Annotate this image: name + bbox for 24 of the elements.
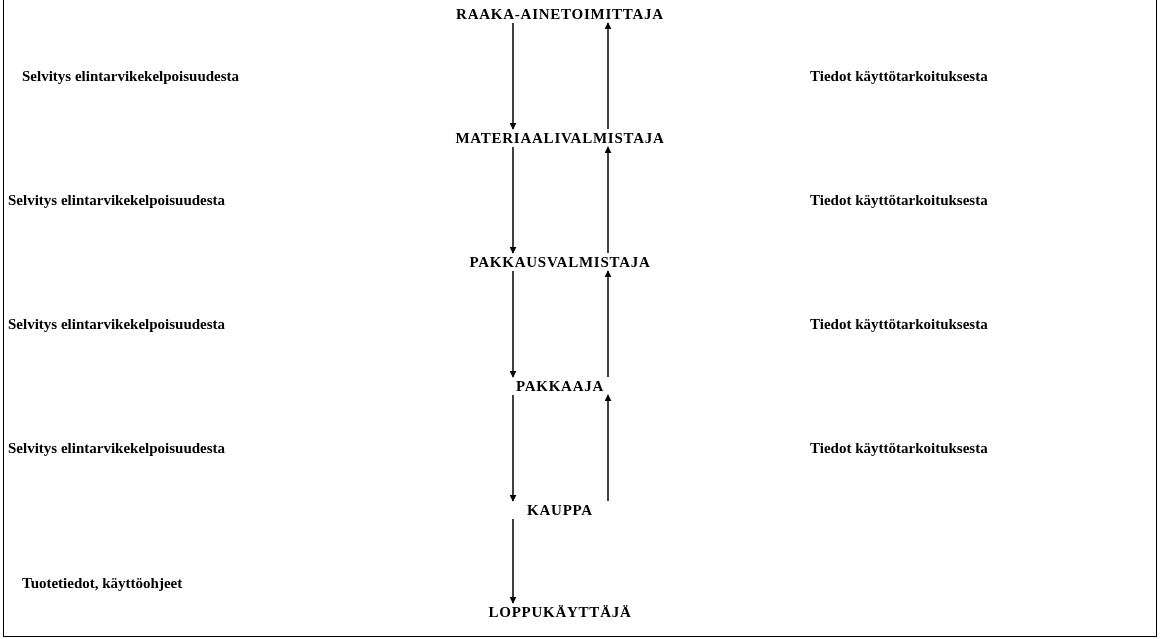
role-label: KAUPPA (527, 503, 593, 518)
flow-note: Selvitys elintarvikekelpoisuudesta (22, 69, 240, 84)
flow-note: Selvitys elintarvikekelpoisuudesta (8, 441, 226, 456)
flow-note: Tiedot käyttötarkoituksesta (810, 441, 988, 456)
role-label: LOPPUKÄYTTÄJÄ (488, 605, 632, 620)
flow-note: Tiedot käyttötarkoituksesta (810, 69, 988, 84)
flow-note: Selvitys elintarvikekelpoisuudesta (8, 193, 226, 208)
arrow (509, 146, 517, 254)
flow-note: Tiedot käyttötarkoituksesta (810, 193, 988, 208)
role-label: RAAKA-AINETOIMITTAJA (456, 7, 664, 22)
role-label: PAKKAUSVALMISTAJA (469, 255, 651, 270)
arrow (604, 394, 612, 502)
arrow (509, 270, 517, 378)
flow-note: Tiedot käyttötarkoituksesta (810, 317, 988, 332)
role-label: PAKKAAJA (515, 379, 605, 394)
arrow (604, 270, 612, 378)
arrow (509, 518, 517, 604)
arrow (509, 394, 517, 502)
arrow (509, 22, 517, 130)
arrow (604, 146, 612, 254)
role-label: MATERIAALIVALMISTAJA (455, 131, 665, 146)
arrow (604, 22, 612, 130)
flow-note: Selvitys elintarvikekelpoisuudesta (8, 317, 226, 332)
flow-note: Tuotetiedot, käyttöohjeet (22, 576, 183, 591)
